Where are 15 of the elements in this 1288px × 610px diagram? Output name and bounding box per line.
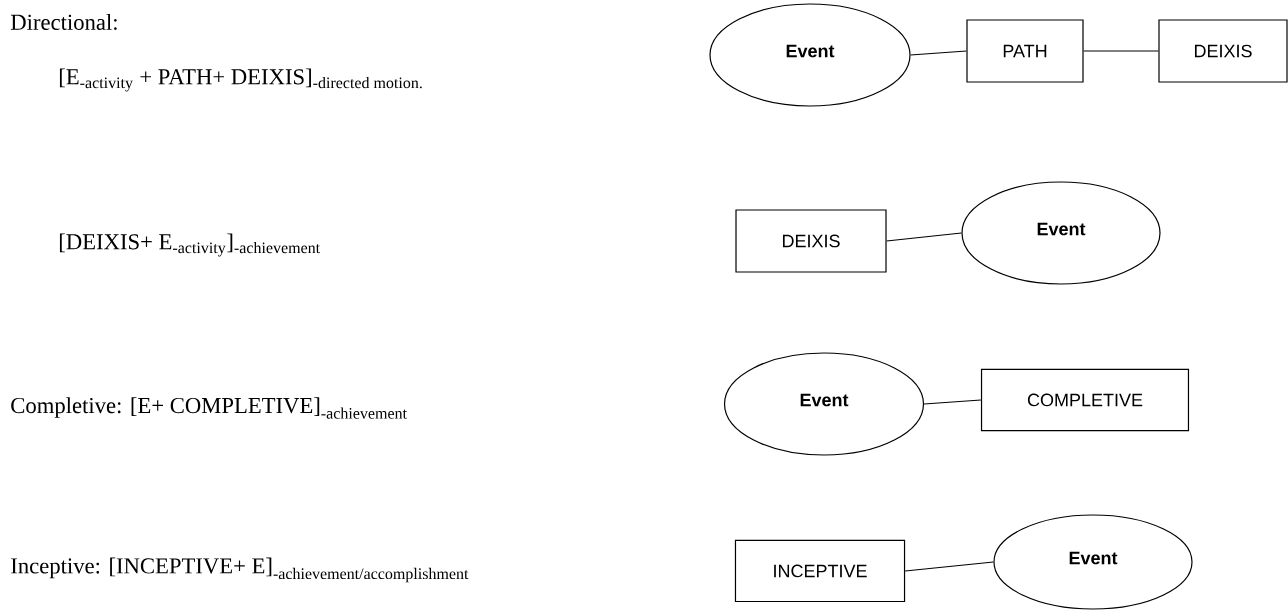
formula-text: $\mbox{[DEIXIS+ E}_{\mbox{\fontsize{12}{14}\selectfont -activity}}\mbox{]}_{\mbox{\fontsize{12}{14}\selectfont -achievement}}$ <box>59 233 321 257</box>
formula-text: $\mbox{[E}_{\mbox{\fontsize{12}{14}\selectfont -activity}}\mbox{ + PATH+ DEIXIS]}_{\mbox{\fontsize{12}{14}\selectfont -directed motion.}}$ <box>59 68 422 92</box>
label-box: PATH <box>966 19 1084 83</box>
connector-line <box>886 232 962 242</box>
formula-text: $\mbox{Completive: [E+ COMPLETIVE]}_{\mbox{\fontsize{12}{14}\selectfont -achievement}}$ <box>11 397 407 419</box>
connector-line <box>910 50 967 56</box>
label-box: COMPLETIVE <box>980 368 1190 432</box>
connector-line <box>904 561 994 572</box>
formula-text: Directional: <box>10 14 117 30</box>
label-box: DEIXIS <box>735 209 887 273</box>
label-box: INCEPTIVE <box>734 539 906 603</box>
label-box: DEIXIS <box>1158 19 1288 83</box>
connector-line <box>923 399 982 405</box>
formula-text: $\mbox{Inceptive: [INCEPTIVE+ E]}_{\mbox{\fontsize{12}{14}\selectfont -achievement/accomplishment}}$ <box>11 557 469 583</box>
connector-line <box>1083 50 1159 52</box>
